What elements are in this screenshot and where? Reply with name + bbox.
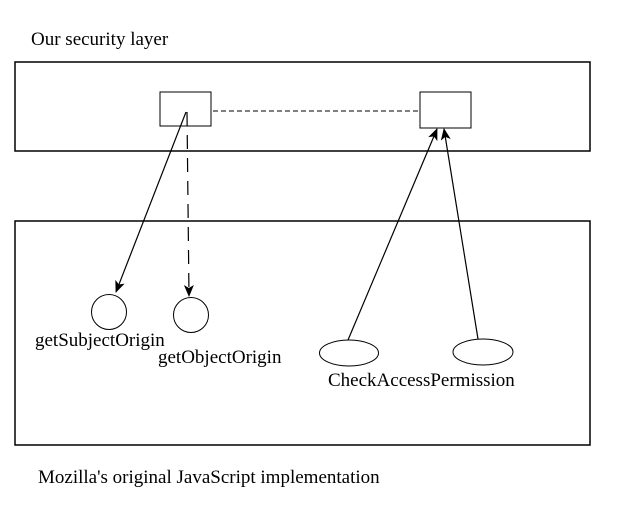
get-object-origin-label: getObjectOrigin xyxy=(158,347,282,368)
arrow-from-check-access-left xyxy=(347,128,438,341)
wrapper-node-left xyxy=(159,91,212,127)
get-subject-origin-node xyxy=(91,294,127,330)
arrow-from-check-access-right xyxy=(440,128,479,340)
arrow-to-get-subject-origin xyxy=(115,111,187,293)
security-layer-title: Our security layer xyxy=(31,29,169,50)
check-access-permission-label: CheckAccessPermission xyxy=(328,370,515,391)
security-layer-box xyxy=(14,61,591,152)
mozilla-implementation-caption: Mozilla's original JavaScript implementa… xyxy=(38,467,380,488)
wrapper-node-right xyxy=(419,91,472,129)
get-subject-origin-label: getSubjectOrigin xyxy=(35,330,165,351)
arrow-to-get-object-origin xyxy=(183,111,194,297)
check-access-permission-node-right xyxy=(452,338,514,366)
mozilla-layer-box xyxy=(14,220,591,446)
check-access-permission-node-left xyxy=(319,339,379,367)
get-object-origin-node xyxy=(173,297,209,333)
